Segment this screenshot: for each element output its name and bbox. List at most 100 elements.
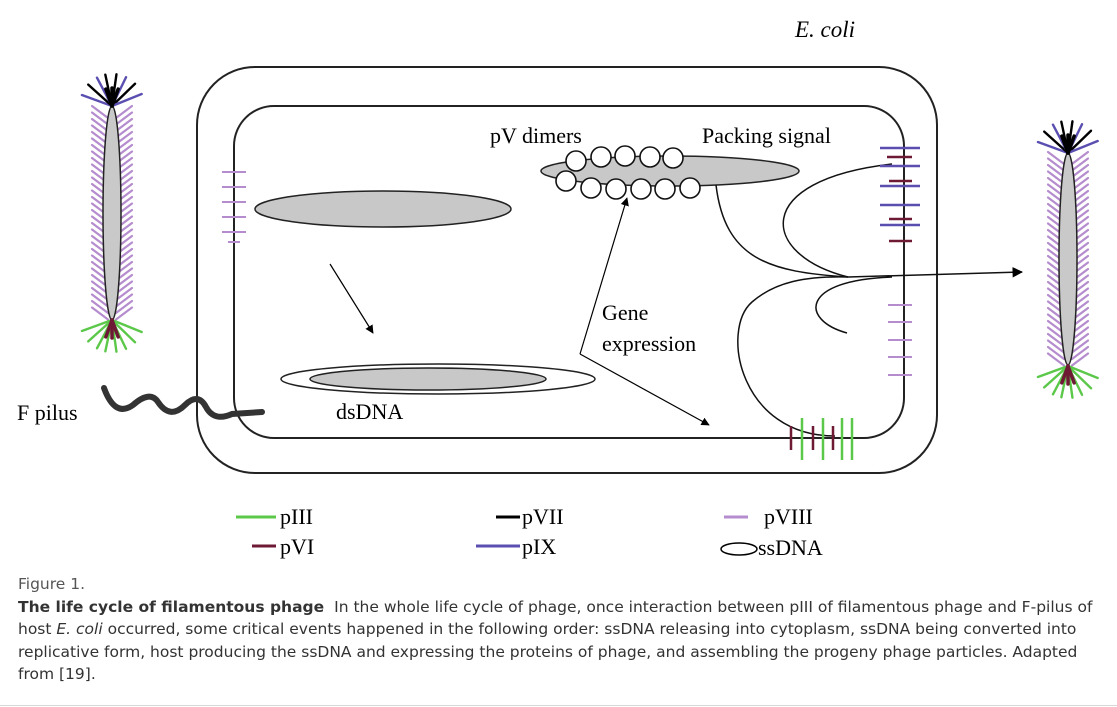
legend-pviii-label: pVIII bbox=[764, 504, 813, 529]
legend-piii-label: pIII bbox=[280, 504, 313, 529]
right-phage-ssdna bbox=[1058, 152, 1078, 366]
left-phage-ssdna bbox=[102, 105, 122, 321]
incoming-ssdna bbox=[254, 190, 512, 228]
pviii-coat-line bbox=[1070, 150, 1090, 166]
left-phage bbox=[80, 73, 143, 353]
dsdna-outer bbox=[280, 363, 596, 395]
phage-tip-line bbox=[87, 318, 114, 343]
pv-dimer-circle bbox=[590, 146, 612, 168]
f-pilus-label: F pilus bbox=[17, 400, 78, 425]
pv-dimer-circle bbox=[630, 178, 652, 200]
phage-tip-line bbox=[1066, 364, 1076, 385]
right-phage bbox=[1036, 120, 1099, 399]
phage-tip-line bbox=[110, 92, 143, 108]
ecoli-label: E. coli bbox=[794, 17, 855, 42]
pviii-coat-line bbox=[90, 117, 110, 133]
arrow-ssdna-to-dsdna bbox=[329, 263, 374, 334]
phage-tip-line bbox=[110, 318, 143, 334]
legend-pvi-label: pVI bbox=[280, 534, 314, 559]
phage-tip-line bbox=[110, 87, 120, 108]
assembly-paths bbox=[715, 163, 893, 437]
phage-tip-line bbox=[1066, 134, 1076, 155]
dsdna-label: dsDNA bbox=[336, 399, 403, 424]
pv-dimer-circle bbox=[555, 170, 577, 192]
gene-expression-label-line1: Gene bbox=[602, 300, 648, 325]
arrow-to-membrane-proteins bbox=[579, 353, 710, 426]
pviii-coat-line bbox=[114, 111, 134, 126]
pviii-coat-line bbox=[114, 117, 134, 133]
pviii-coat-line bbox=[1046, 339, 1066, 354]
pviii-coat-line bbox=[1046, 345, 1066, 361]
pviii-coat-line bbox=[1046, 163, 1066, 179]
legend: pIII pVI pVII pIX pVIII ssDNA bbox=[236, 504, 823, 560]
pviii-coat-line bbox=[114, 306, 134, 321]
phage-tip-line bbox=[1066, 364, 1099, 380]
pviii-coat-line bbox=[114, 293, 134, 308]
pviii-coat-line bbox=[1046, 157, 1066, 172]
bottom-divider bbox=[0, 705, 1117, 706]
figure-caption: Figure 1. The life cycle of filamentous … bbox=[18, 573, 1108, 686]
pviii-coat-line bbox=[1070, 332, 1090, 348]
phage-tip-line bbox=[1066, 364, 1093, 390]
membrane-pix-pvi-top-right bbox=[880, 146, 920, 243]
membrane-piii-pvi-bottom bbox=[789, 418, 854, 460]
arrow-extrusion bbox=[847, 267, 1024, 278]
pviii-coat-line bbox=[1070, 345, 1090, 361]
pviii-coat-line bbox=[1046, 150, 1066, 166]
f-pilus bbox=[101, 385, 265, 420]
legend-pvii-label: pVII bbox=[522, 504, 564, 529]
right-phage-top-tips bbox=[1036, 120, 1099, 155]
pviii-coat-line bbox=[114, 299, 134, 315]
pv-dimer-circle bbox=[580, 177, 602, 199]
phage-tip-line bbox=[110, 318, 120, 339]
phage-tip-line bbox=[1066, 139, 1099, 155]
pv-dimers-label: pV dimers bbox=[490, 123, 582, 148]
pviii-coat-line bbox=[90, 293, 110, 308]
pv-dimer-circle bbox=[565, 150, 587, 172]
arrow-to-pv-dimers bbox=[579, 197, 629, 355]
dsdna-inner bbox=[309, 367, 547, 391]
pviii-coat-line bbox=[90, 299, 110, 315]
legend-pix-label: pIX bbox=[522, 534, 556, 559]
pv-dimer-circle bbox=[654, 178, 676, 200]
pviii-coat-line bbox=[1070, 163, 1090, 179]
pv-dimer-circle bbox=[614, 145, 636, 167]
phage-tip-line bbox=[1043, 364, 1070, 389]
pv-dimer-circle bbox=[662, 147, 684, 169]
pviii-coat-line bbox=[1070, 352, 1090, 367]
legend-ssdna-label: ssDNA bbox=[758, 535, 823, 560]
pv-dimer-circle bbox=[639, 146, 661, 168]
phage-tip-line bbox=[80, 318, 114, 333]
phage-tip-line bbox=[1036, 364, 1070, 379]
inner-membrane bbox=[233, 105, 905, 439]
phage-tip-line bbox=[110, 318, 137, 344]
caption-text-italic: E. coli bbox=[56, 620, 103, 638]
pviii-coat-line bbox=[1046, 352, 1066, 367]
phage-tip-line bbox=[1066, 129, 1093, 155]
left-phage-bottom-tips bbox=[80, 318, 143, 353]
pviii-coat-line bbox=[90, 111, 110, 126]
phage-tip-line bbox=[1043, 130, 1070, 155]
pviii-coat-line bbox=[1070, 339, 1090, 354]
phage-life-cycle-figure: E. coli F pilus dsDNA pV dimers Packing … bbox=[17, 17, 1099, 560]
packing-signal-label: Packing signal bbox=[702, 123, 831, 148]
caption-text-part2: occurred, some critical events happened … bbox=[18, 620, 1078, 683]
pviii-coat-line bbox=[90, 286, 110, 302]
pviii-coat-line bbox=[1070, 157, 1090, 172]
phage-tip-line bbox=[110, 82, 137, 108]
membrane-pviii-right bbox=[888, 304, 912, 376]
pviii-coat-line bbox=[90, 104, 110, 120]
pv-dimer-circle bbox=[679, 177, 701, 199]
pviii-coat-line bbox=[1046, 332, 1066, 348]
caption-text-part1: In the whole life cycle of phage, once i… bbox=[18, 597, 1093, 639]
pviii-coat-line bbox=[114, 104, 134, 120]
figure-number: Figure 1. bbox=[18, 575, 86, 593]
legend-ssdna-icon bbox=[720, 542, 758, 556]
pviii-coat-line bbox=[90, 306, 110, 321]
phage-tip-line bbox=[1036, 140, 1070, 155]
membrane-pviii-left bbox=[222, 171, 246, 243]
caption-title: The life cycle of filamentous phage bbox=[18, 597, 325, 616]
phage-tip-line bbox=[80, 93, 114, 108]
outer-membrane bbox=[196, 66, 938, 474]
left-phage-top-tips bbox=[80, 73, 143, 108]
